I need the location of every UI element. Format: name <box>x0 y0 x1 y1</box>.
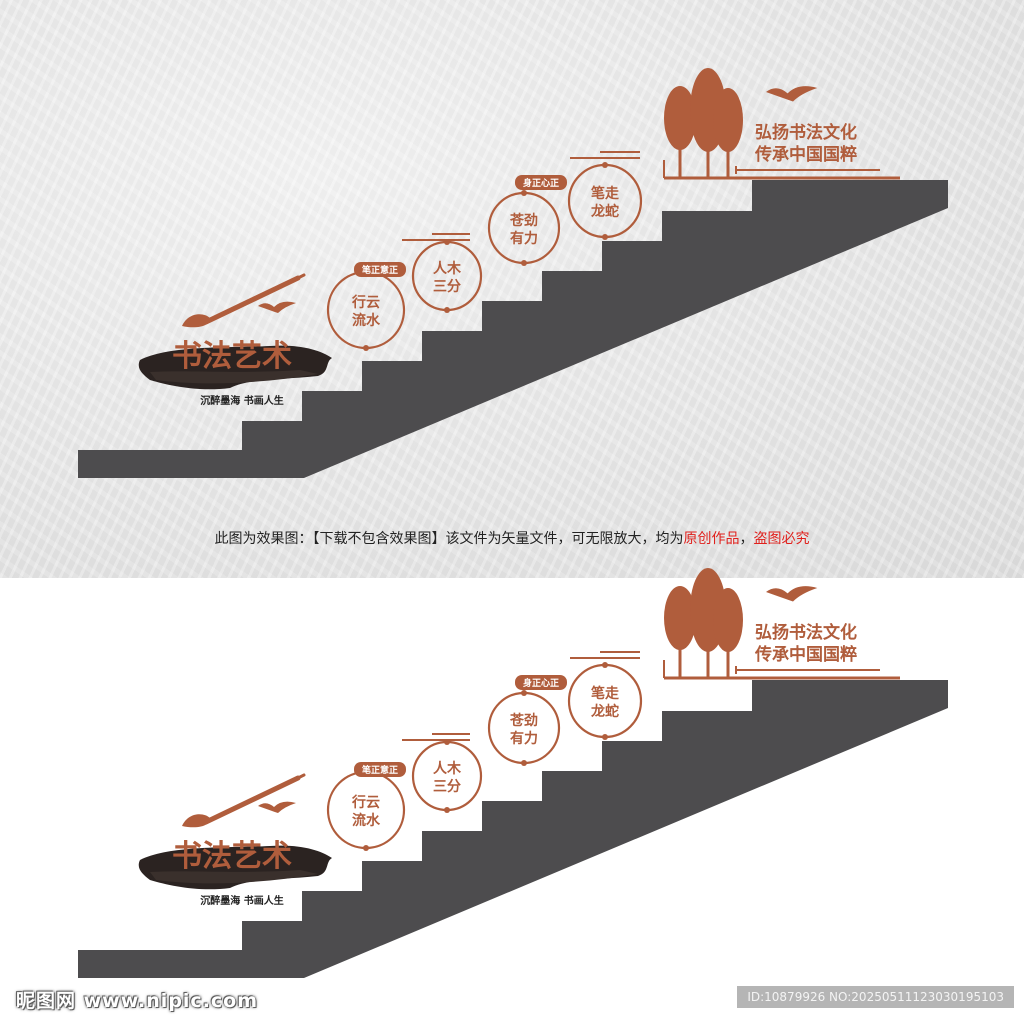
motto-line-1: 笔走 <box>591 185 620 202</box>
slogan-line-1: 弘扬书法文化 <box>755 122 857 143</box>
motto-tag-pill <box>515 675 567 690</box>
motto-line-1: 笔走 <box>591 685 620 702</box>
motto-line-1: 行云 <box>351 294 380 311</box>
stair-wall-graphic: 书法艺术沉醉墨海 书画人生行云流水笔正意正人木三分苍劲有力身正心正笔走龙蛇弘扬书… <box>78 68 948 478</box>
slogan-line-2: 传承中国国粹 <box>754 144 857 165</box>
main-title: 书法艺术 <box>172 339 292 374</box>
motto-tag-label: 笔正意正 <box>362 764 398 776</box>
slogan-line-1: 弘扬书法文化 <box>755 622 857 643</box>
download-notice: 此图为效果图：【下载不包含效果图】该文件为矢量文件，可无限放大，均为原创作品，盗… <box>0 528 1024 548</box>
tree-icons <box>663 568 900 680</box>
calligraphy-brush-icon <box>182 773 306 828</box>
motto-line-2: 三分 <box>433 279 461 295</box>
bird-icon <box>766 86 818 102</box>
nipic-logo-watermark: 昵图网 www.nipic.com <box>16 990 259 1012</box>
subtitle: 沉醉墨海 书画人生 <box>200 394 283 407</box>
motto-line-1: 行云 <box>351 794 380 811</box>
decor-lines <box>402 233 470 241</box>
bird-icon <box>258 801 296 813</box>
motto-line-2: 有力 <box>510 230 538 247</box>
bird-icon <box>258 301 296 313</box>
motto-line-2: 流水 <box>352 812 381 829</box>
stair-wall-scene-preview: 书法艺术沉醉墨海 书画人生行云流水笔正意正人木三分苍劲有力身正心正笔走龙蛇弘扬书… <box>0 0 1024 500</box>
stair-wall-scene-vector: 书法艺术沉醉墨海 书画人生行云流水笔正意正人木三分苍劲有力身正心正笔走龙蛇弘扬书… <box>0 500 1024 1000</box>
motto-line-1: 人木 <box>433 760 462 777</box>
subtitle: 沉醉墨海 书画人生 <box>200 894 283 907</box>
motto-line-2: 流水 <box>352 312 381 329</box>
calligraphy-brush-icon <box>182 273 306 328</box>
staircase-shape <box>78 680 948 978</box>
motto-tag-label: 笔正意正 <box>362 264 398 276</box>
tree-icons <box>663 68 900 180</box>
notice-comma: ， <box>739 531 754 547</box>
notice-copyright-warning: 盗图必究 <box>753 531 810 547</box>
motto-tag-label: 身正心正 <box>523 677 559 689</box>
image-id-watermark: ID:10879926 NO:20250511123030195103 <box>737 986 1014 1008</box>
motto-line-2: 龙蛇 <box>590 203 619 220</box>
decor-lines <box>402 733 470 741</box>
staircase-shape <box>78 180 948 478</box>
notice-text: 此图为效果图：【下载不包含效果图】该文件为矢量文件，可无限放大，均为 <box>214 531 684 547</box>
motto-line-2: 龙蛇 <box>590 703 619 720</box>
decor-lines <box>570 651 640 659</box>
notice-original-work: 原创作品 <box>683 531 740 547</box>
stair-wall-graphic: 书法艺术沉醉墨海 书画人生行云流水笔正意正人木三分苍劲有力身正心正笔走龙蛇弘扬书… <box>78 568 948 978</box>
motto-line-1: 人木 <box>433 260 462 277</box>
ink-splash-highlight <box>150 870 318 884</box>
motto-line-1: 苍劲 <box>509 712 538 729</box>
motto-line-2: 有力 <box>510 730 538 747</box>
ink-splash-highlight <box>150 370 318 384</box>
motto-tag-pill <box>354 262 406 277</box>
motto-line-2: 三分 <box>433 779 461 795</box>
bird-icon <box>766 586 818 602</box>
watermark-bar: 昵图网 www.nipic.com ID:10879926 NO:2025051… <box>0 982 1024 1024</box>
motto-tag-label: 身正心正 <box>523 177 559 189</box>
effect-preview-panel: 书法艺术沉醉墨海 书画人生行云流水笔正意正人木三分苍劲有力身正心正笔走龙蛇弘扬书… <box>0 0 1024 578</box>
motto-line-1: 苍劲 <box>509 212 538 229</box>
decor-lines <box>570 151 640 159</box>
main-title: 书法艺术 <box>172 839 292 874</box>
motto-tag-pill <box>354 762 406 777</box>
slogan-line-2: 传承中国国粹 <box>754 644 857 665</box>
wall-texture <box>0 0 1024 578</box>
motto-tag-pill <box>515 175 567 190</box>
